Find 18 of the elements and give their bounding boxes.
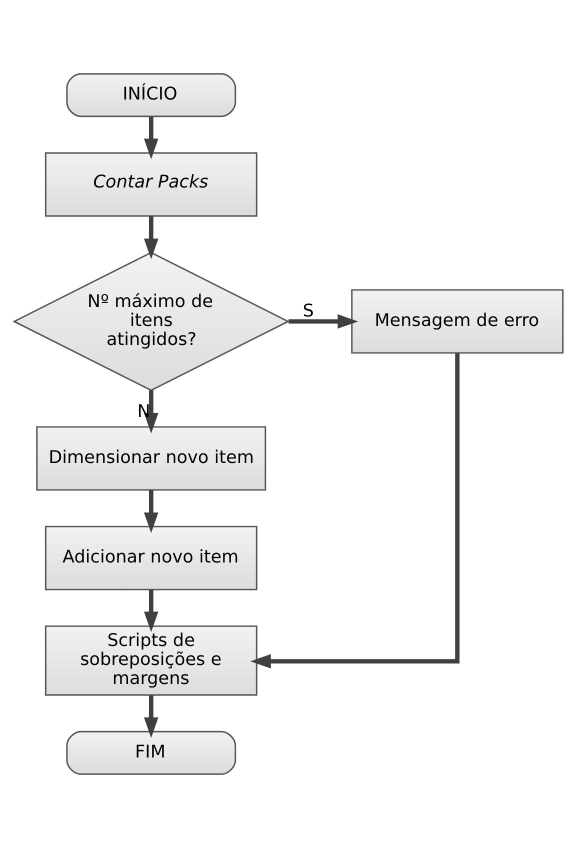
arrow [144, 695, 158, 738]
edge-label: S [302, 300, 314, 321]
node-box: FIM [66, 730, 236, 774]
arrow [144, 116, 158, 159]
edge-label: N [137, 401, 150, 422]
node-box: Dimensionar novo item [36, 426, 266, 490]
arrow [144, 489, 158, 533]
arrow [250, 352, 460, 668]
node-box: INÍCIO [66, 72, 236, 117]
arrow [288, 314, 358, 328]
node-box: Mensagem de erro [351, 288, 564, 354]
arrow [144, 589, 158, 632]
node-box: Adicionar novo item [44, 525, 258, 590]
node-box: Contar Packs [44, 152, 258, 216]
arrow [144, 216, 158, 259]
node-diamond: Nº máximo de itens atingidos? [12, 251, 290, 391]
node-box: Scripts de sobreposições e margens [44, 624, 258, 696]
arrow [144, 390, 158, 434]
